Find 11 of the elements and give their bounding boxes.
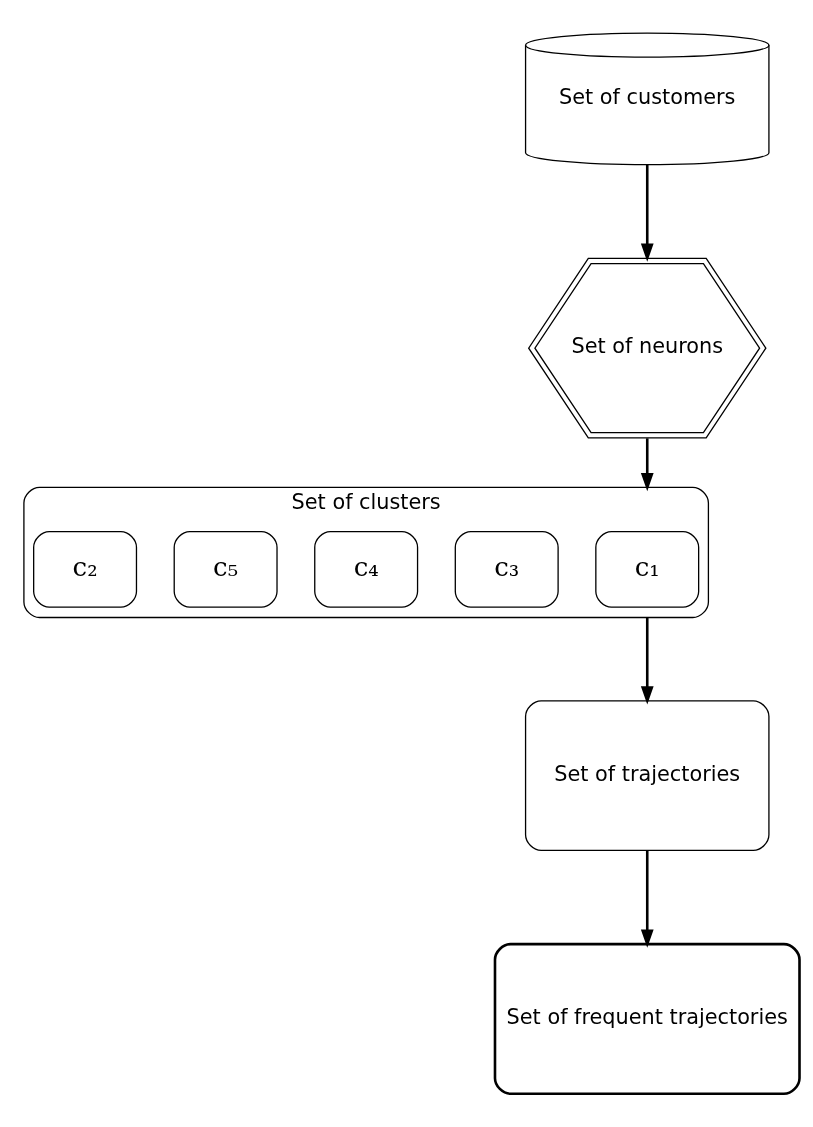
node-box: c₅ bbox=[173, 530, 278, 608]
node-box: c₁ bbox=[595, 530, 700, 608]
arrow bbox=[640, 617, 654, 705]
node-box: Set of frequent trajectories bbox=[493, 942, 801, 1096]
node-box: c₂ bbox=[33, 530, 138, 608]
arrow bbox=[640, 850, 654, 948]
arrow bbox=[640, 438, 654, 492]
node-box: c₃ bbox=[454, 530, 559, 608]
node-box: Set of trajectories bbox=[524, 700, 770, 852]
arrow bbox=[640, 165, 654, 262]
node-box: c₄ bbox=[314, 530, 419, 608]
